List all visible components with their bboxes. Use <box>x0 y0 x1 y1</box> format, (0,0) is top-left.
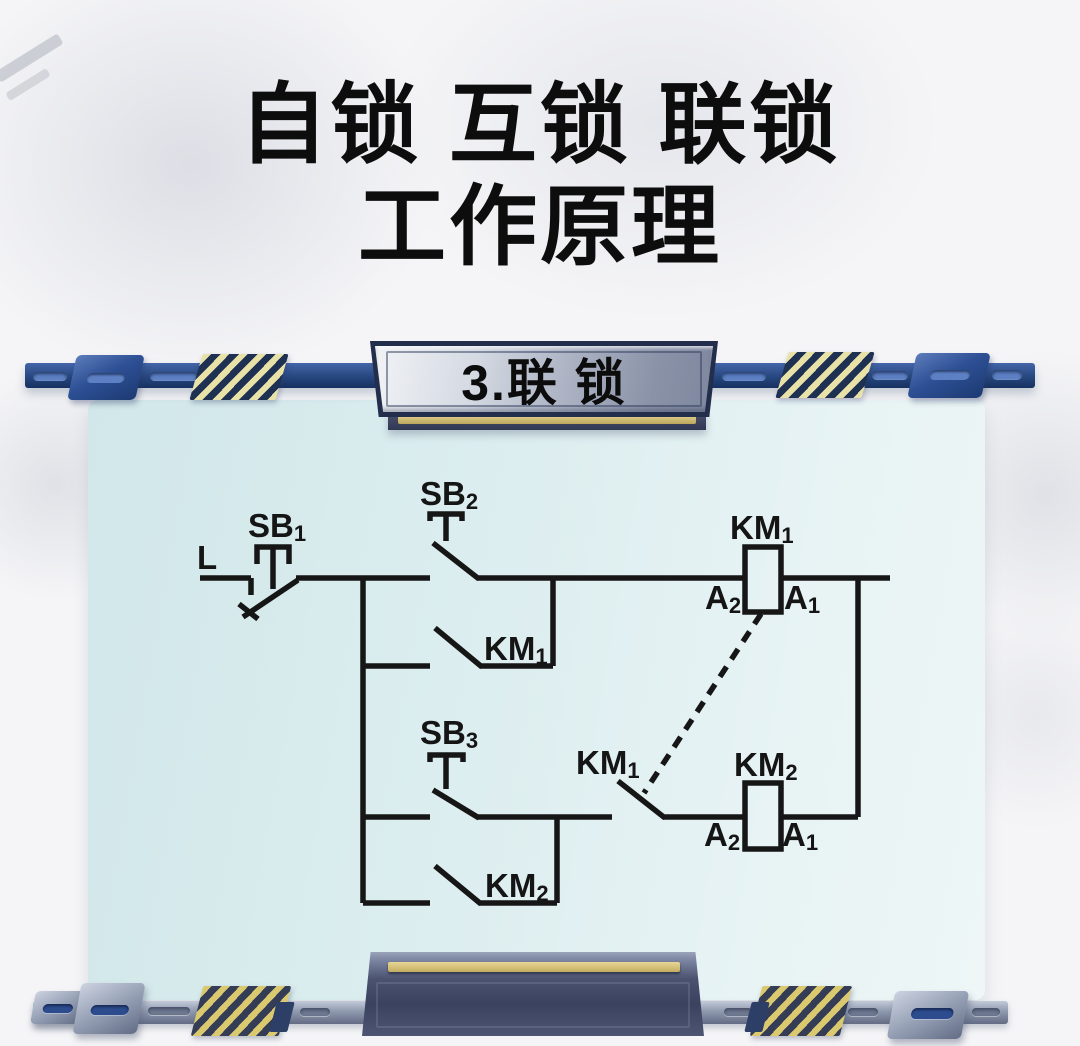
circuit-labels: L SB1 SB2 SB3 KM1 KM1 KM1 KM2 KM2 A2 A1 … <box>197 475 820 906</box>
label-km1-terminal-a2: A2 <box>705 579 741 618</box>
bottom-inner-outline <box>376 982 690 1028</box>
rail-groove <box>872 371 908 380</box>
label-km2-aux-contact: KM2 <box>485 867 549 906</box>
bottom-banner-plate <box>362 952 704 1036</box>
rail-groove <box>848 1008 878 1016</box>
label-km2-coil: KM2 <box>734 746 798 785</box>
poster-title-line1: 自锁 互锁 联锁 <box>239 75 841 174</box>
rail-groove <box>150 372 198 381</box>
wire-lower-rung <box>363 752 858 907</box>
label-km2-terminal-a1: A1 <box>782 816 818 855</box>
label-km2-terminal-a2: A2 <box>704 816 740 855</box>
label-km1-interlock-contact: KM1 <box>576 744 640 783</box>
km1-coil-symbol <box>742 544 784 615</box>
label-km1-terminal-a1: A1 <box>784 579 820 618</box>
rail-groove <box>722 372 766 381</box>
label-km1-coil: KM1 <box>730 509 794 548</box>
label-sb1: SB1 <box>248 507 306 546</box>
section-banner-label: 3.联 锁 <box>461 355 627 411</box>
section-banner-plate: 3.联 锁 <box>370 341 718 417</box>
label-line-l: L <box>197 539 217 576</box>
km2-coil-symbol <box>742 780 784 852</box>
label-sb3: SB3 <box>420 714 478 753</box>
rail-groove <box>972 1008 1000 1016</box>
wire-left-rail-km1-aux <box>360 578 556 903</box>
rail-groove <box>300 1008 330 1016</box>
rail-groove <box>33 372 67 381</box>
circuit-wiring <box>200 511 890 907</box>
poster-title-line2: 工作原理 <box>357 177 722 276</box>
rail-groove <box>148 1007 190 1015</box>
poster-title: 自锁 互锁 联锁 工作原理 <box>0 74 1080 278</box>
label-sb2: SB2 <box>420 475 478 514</box>
rail-groove <box>724 1008 752 1016</box>
banner-gold-stripe <box>398 415 696 424</box>
interlock-dashed-link <box>641 612 764 795</box>
label-km1-aux-contact: KM1 <box>484 630 548 669</box>
circuit-board-panel <box>88 400 985 1000</box>
bottom-gold-stripe <box>388 962 680 972</box>
rail-groove <box>992 370 1022 380</box>
